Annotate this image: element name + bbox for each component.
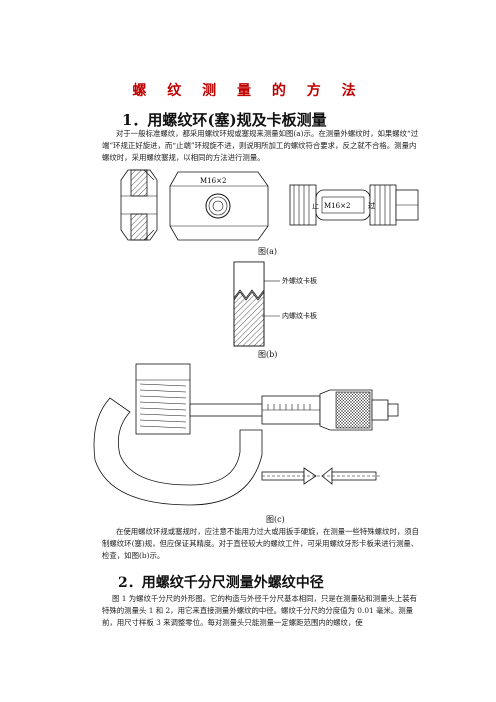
figure-a-caption: 图(a) (258, 247, 278, 256)
plug-nogo-label: 过 (368, 201, 375, 210)
inner-gauge-label: 内螺纹卡板 (282, 312, 317, 320)
section-2-paragraph: 图 1 为螺纹千分尺的外形图。它的构造与外径千分尺基本相同，只是在测量砧和测量头… (102, 594, 418, 627)
figure-b-caption: 图(b) (258, 350, 278, 359)
section-2-heading: 2．用螺纹千分尺测量外螺纹中径 (118, 575, 324, 591)
figure-c-caption: 图(c) (266, 515, 285, 524)
ring-size-label: M16×2 (200, 177, 226, 185)
ring-gauge-front-view (169, 171, 269, 241)
outer-gauge-label: 外螺纹卡板 (282, 277, 317, 285)
micrometer-illustration (93, 363, 399, 506)
ring-gauge-side-view (120, 169, 158, 241)
section-1-paragraph-2: 在使用螺纹环规或塞规时，应注意不能用力过大或用扳手硬旋，在测量一些特殊螺纹时，须… (102, 527, 420, 560)
measuring-tips-detail (261, 467, 380, 485)
plug-go-label: 止 (312, 201, 319, 210)
section-1-heading: 1．用螺纹环(塞)规及卡板测量 (122, 111, 327, 129)
thread-gauge-plates (233, 261, 280, 347)
plug-gauge (289, 184, 419, 226)
document-title: 螺 纹 测 量 的 方 法 (132, 83, 364, 99)
plug-size-label: M16×2 (324, 202, 350, 210)
section-1-paragraph: 对于一般标准螺纹，都采用螺纹环规或塞规来测量如图(a)示。在测量外螺纹时，如果螺… (102, 129, 419, 162)
